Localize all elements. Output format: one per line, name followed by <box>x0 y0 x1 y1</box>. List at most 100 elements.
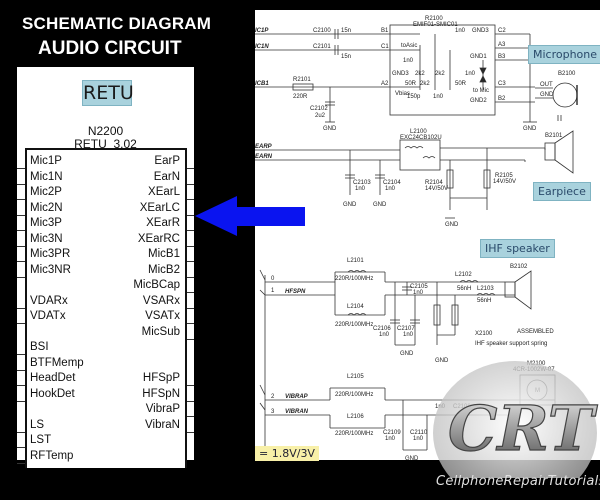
c2103-val: 1n0 <box>355 186 366 192</box>
c2100-ref: C2100 <box>313 28 331 34</box>
earpiece-b2101 <box>544 142 556 161</box>
pin-lead <box>187 261 194 262</box>
l2105-val: 220R/100MHz <box>335 392 373 398</box>
pin-right-hfspn: HFSpN <box>142 387 180 400</box>
chip-label-retu: RETU <box>82 80 134 106</box>
pin-lead <box>17 354 25 355</box>
chip-body <box>25 148 187 468</box>
varistor-r2104 <box>446 169 454 189</box>
callout-microphone: Microphone <box>528 45 600 64</box>
pin-left-mic3p: Mic3P <box>30 217 62 229</box>
pin-right-micsub: MicSub <box>141 325 180 338</box>
label-toasic: toAsic <box>401 43 417 49</box>
c2101-val: 15n <box>341 54 351 60</box>
r2105-val: 14V/50V <box>493 179 516 185</box>
pin-lead <box>17 323 25 324</box>
pin-lead <box>17 431 25 433</box>
pin-lead <box>187 276 194 278</box>
pin-right-earn: EarN <box>153 170 180 183</box>
pin-lead <box>17 369 25 371</box>
b2102-ref: B2102 <box>510 264 528 270</box>
label-1n0: 1n0 <box>465 71 476 77</box>
gnd: GND <box>323 126 337 132</box>
c2110-ref: C2110 <box>410 430 428 436</box>
c2105-val: 1n0 <box>413 290 424 296</box>
pin-lead <box>187 199 194 200</box>
c2101-ref: C2101 <box>313 44 331 50</box>
label-50r: 50R <box>455 81 467 87</box>
net-earn: EARN <box>255 154 273 160</box>
pin-lead <box>17 245 25 247</box>
c2102-ref: C2102 <box>310 106 328 112</box>
r2105-ref: R2105 <box>495 173 513 179</box>
pin-b1: B1 <box>381 28 389 34</box>
c2107-val: 1n0 <box>403 332 414 338</box>
net-vibrap: VIBRAP <box>285 394 309 400</box>
b2100-ref: B2100 <box>558 71 576 77</box>
gnd: GND <box>373 202 387 208</box>
pin-right-xearrc: XEarRC <box>137 232 180 245</box>
r2104-ref: R2104 <box>425 180 443 186</box>
emif-filter-r2100 <box>389 24 496 116</box>
pin-right-vibran: VibraN <box>145 418 180 431</box>
c2104-val: 1n0 <box>385 186 396 192</box>
pin-left-lst: LST <box>30 434 52 446</box>
r2101-val: 220R <box>293 94 308 100</box>
net-vibran: VIBRAN <box>285 409 309 415</box>
pin-right-micbcap: MicBCap <box>133 279 180 291</box>
pin-lead <box>187 292 194 293</box>
watermark-text: CellphoneRepairTutorials <box>436 474 600 489</box>
gnd: GND <box>435 358 449 364</box>
l2105-ref: L2105 <box>347 374 364 380</box>
crt-logo-icon: CRT <box>433 361 598 478</box>
c2103-ref: C2103 <box>353 180 371 186</box>
pin-lead <box>187 214 194 216</box>
label-out: OUT <box>540 82 553 88</box>
pin-lead <box>187 323 194 324</box>
r2104-val: 14V/50V <box>425 186 448 192</box>
label-spring: IHF speaker support spring <box>475 341 547 347</box>
b2101-ref: B2101 <box>545 133 563 139</box>
c2100-val: 15n <box>341 28 351 34</box>
label-gnd1: GND1 <box>470 54 487 60</box>
l2106-val: 220R/100MHz <box>335 431 373 437</box>
label-gnd3: GND3 <box>392 71 409 77</box>
l2100-ref: L2100 <box>410 129 427 135</box>
pin-lead <box>187 338 194 340</box>
c2104-ref: C2104 <box>383 180 401 186</box>
pin-left-vdarx: VDARx <box>30 294 68 307</box>
pin-lead <box>187 431 194 433</box>
pin-left-vdatx: VDATx <box>30 310 66 322</box>
l2100-part: EXC24CB102U <box>400 135 442 141</box>
pin-left-rftemp: RFTemp <box>30 449 74 462</box>
net-mic1p: IC1P <box>255 28 269 34</box>
pin-lead <box>187 416 194 417</box>
pin-lead <box>17 400 25 402</box>
x2100-ref: X2100 <box>475 331 493 337</box>
pin-lead <box>187 230 194 231</box>
bus-pin-1: 1 <box>271 288 275 294</box>
gnd: GND <box>405 456 419 460</box>
l2102-ref: L2102 <box>455 272 472 278</box>
arrow-pointer-icon <box>195 196 305 236</box>
label-vbias: Vbias <box>395 91 410 97</box>
label-gnd3: GND3 <box>472 28 489 34</box>
pin-right-xearr: XEarR <box>146 217 180 229</box>
label-1n0: 1n0 <box>455 28 466 34</box>
pin-b3: B3 <box>498 54 506 60</box>
pin-left-btfmemp: BTFMemp <box>30 356 84 369</box>
voltage-note: = 1.8V/3V <box>255 446 319 461</box>
pin-c2: C2 <box>498 28 506 34</box>
label-gnd: GND <box>540 92 554 98</box>
bus-pin-0: 0 <box>271 276 275 282</box>
c2109-val: 1n0 <box>385 436 396 442</box>
pin-c3: C3 <box>498 81 506 87</box>
pin-lead <box>187 168 194 169</box>
net-mic1n: IC1N <box>255 44 269 50</box>
chip-ref: N2200 <box>87 124 124 138</box>
title-audio-circuit: AUDIO CIRCUIT <box>38 38 182 59</box>
c2106-val: 1n0 <box>379 332 390 338</box>
label-2k2: 2k2 <box>435 71 445 77</box>
pin-lead <box>17 230 25 231</box>
